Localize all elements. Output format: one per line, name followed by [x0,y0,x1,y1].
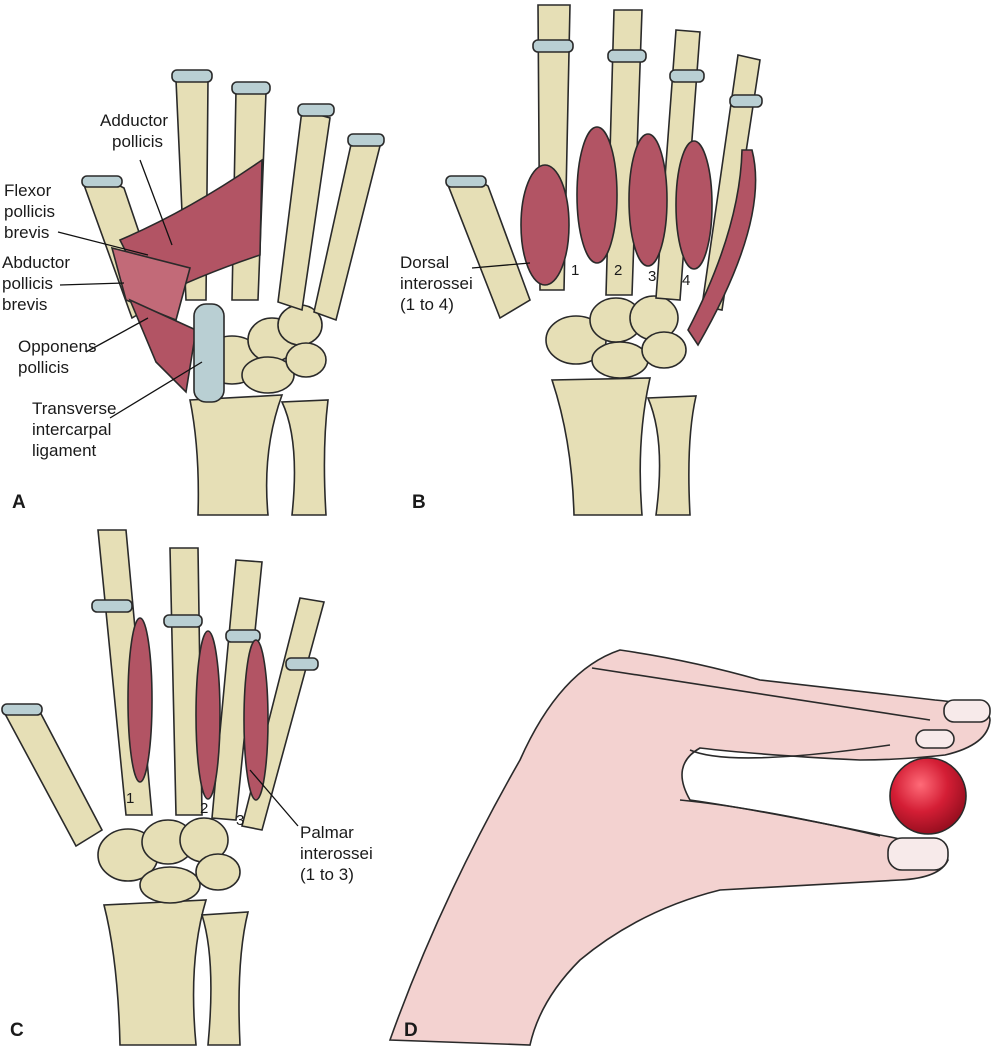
palmar-number-1: 1 [126,790,135,807]
label-dorsal-line2: interossei [400,274,473,293]
palmar-interosseous-1 [127,617,153,783]
label-tcl-line2: intercarpal [32,420,112,439]
label-fpb-line3: brevis [4,223,50,242]
carpal-bone [195,853,241,891]
panel-b-leader-line [471,262,531,269]
label-palmar-line2: interossei [300,844,373,863]
radius-bone [550,377,652,516]
palmar-interosseous-2 [195,630,221,800]
label-adductor-pollicis-line1: Adductor [100,111,169,130]
dorsal-interosseous-2 [576,126,618,264]
panel-b-hand [445,4,763,516]
abductor-digiti-minimi [687,149,757,347]
label-palmar-line3: (1 to 3) [300,865,354,884]
radius-bone [102,899,208,1046]
dorsal-interosseous-3 [628,133,668,267]
label-apb-line2: pollicis [2,274,54,293]
lower-fingernail [887,837,949,871]
carpal-bone [591,341,649,379]
panel-letter-d: D [404,1020,418,1041]
thumb-crease [591,667,931,721]
panel-c-hand [1,529,326,1046]
label-fpb-line2: pollicis [4,202,56,221]
label-adductor-pollicis-line2: pollicis [112,132,164,151]
label-palmar-line1: Palmar [300,823,354,842]
finger-crease [689,744,891,759]
fingernail [915,729,955,749]
ulna-bone [200,911,250,1046]
ulna-bone [280,399,329,516]
panel-letter-a: A [12,492,26,513]
label-opponens-line2: pollicis [18,358,70,377]
label-tcl-line1: Transverse [32,399,117,418]
panel-a-hand [81,69,385,516]
carpal-bone [285,342,327,378]
panel-letter-b: B [412,492,426,513]
hand-skin [388,649,991,1046]
dorsal-interosseous-4 [675,140,713,270]
finger-little [701,54,761,311]
label-fpb-line1: Flexor [4,181,52,200]
ulna-bone [646,395,698,516]
finger-little [313,139,381,322]
dorsal-number-4: 4 [682,272,691,289]
thumb [2,705,104,848]
red-ball [889,757,967,835]
palmar-interosseous-3 [243,639,269,801]
panel-d-hand [388,649,991,1046]
radius-bone [189,394,284,516]
label-apb-line3: brevis [2,295,48,314]
label-apb-line1: Abductor [2,253,71,272]
thumb [447,177,531,320]
carpal-bone [139,866,201,904]
palmar-number-2: 2 [200,800,209,817]
opponens-pollicis-muscle [128,298,197,394]
thumbnail [943,699,991,723]
panel-c-leader-line [249,769,299,827]
dorsal-interosseous-1 [520,164,570,286]
label-opponens-line1: Opponens [18,337,97,356]
transverse-ligament [193,303,225,403]
carpal-bone [241,356,295,394]
palm-crease [679,799,881,837]
dorsal-number-2: 2 [614,262,623,279]
dorsal-number-3: 3 [648,268,657,285]
palmar-number-3: 3 [236,812,245,829]
panel-letter-c: C [10,1020,24,1041]
panel-a-leader-lines [57,159,203,419]
dorsal-number-1: 1 [571,262,580,279]
label-tcl-line3: ligament [32,441,97,460]
carpal-bone [641,331,687,369]
label-dorsal-line3: (1 to 4) [400,295,454,314]
label-dorsal-line1: Dorsal [400,253,450,272]
